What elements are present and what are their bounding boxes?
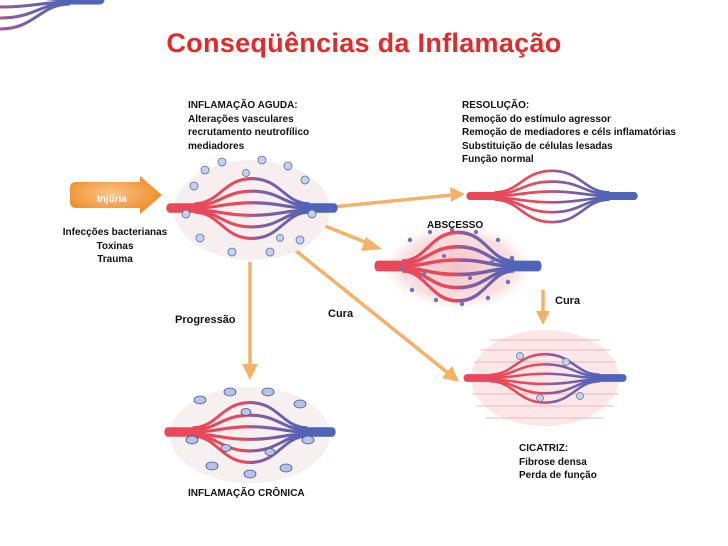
resolution-line: Remoção de mediadores e céls inflamatóri…	[462, 127, 676, 138]
arrow-to-resolution-head	[450, 187, 465, 202]
scar-illustration	[467, 330, 623, 426]
abscess-label: ABSCESSO	[427, 220, 484, 231]
chronic-inflammation-illustration	[168, 387, 332, 483]
arrows	[242, 187, 550, 382]
resolution-line: RESOLUÇÃO:	[462, 100, 530, 111]
scar-line: CICATRIZ:	[519, 443, 569, 454]
scar-line: Perda de função	[519, 470, 597, 481]
acute-line: Alterações vasculares	[188, 113, 294, 125]
chronic-inflammation-label: INFLAMAÇÃO CRÔNICA	[188, 488, 305, 499]
page-title: Conseqüências da Inflamação	[166, 28, 562, 58]
cura-left-label: Cura	[328, 308, 354, 320]
injury-causes: Infecções bacterianas Toxinas Trauma	[56, 226, 174, 267]
acute-inflammation-text: INFLAMAÇÃO AGUDA: Alterações vasculares …	[188, 99, 309, 153]
resolution-illustration	[470, 171, 634, 222]
arrow-abscess-to-scar-head	[536, 311, 550, 325]
scar-text: CICATRIZ: Fibrose densa Perda de função	[519, 442, 597, 483]
injury-cause: Toxinas	[96, 240, 134, 252]
injury-cause: Infecções bacterianas	[62, 227, 168, 238]
acute-line: mediadores	[188, 140, 245, 152]
acute-line: INFLAMAÇÃO AGUDA:	[188, 100, 298, 111]
arrow-to-scar-head	[442, 366, 459, 382]
arrow-to-abscess-head	[361, 237, 382, 251]
cura-right-label: Cura	[555, 295, 581, 307]
progression-label: Progressão	[175, 314, 236, 326]
injury-badge	[70, 176, 162, 214]
injury-label: Injúria	[96, 194, 127, 205]
vessel-template	[0, 0, 105, 31]
arrow-to-resolution	[331, 193, 453, 209]
resolution-line: Substituição de células lesadas	[462, 140, 613, 152]
injury-cause: Trauma	[97, 254, 133, 265]
resolution-line: Função normal	[462, 154, 534, 165]
arrow-progression-head	[242, 364, 258, 380]
abscess-illustration	[378, 221, 538, 313]
resolution-line: Remoção do estímulo agressor	[462, 113, 611, 125]
scar-line: Fibrose densa	[519, 456, 587, 468]
acute-line: recrutamento neutrofílico	[188, 127, 310, 138]
resolution-text: RESOLUÇÃO: Remoção do estímulo agressor …	[462, 99, 676, 167]
acute-inflammation-illustration	[170, 155, 334, 260]
arrow-to-scar	[288, 244, 450, 375]
arrow-to-abscess	[319, 222, 371, 246]
